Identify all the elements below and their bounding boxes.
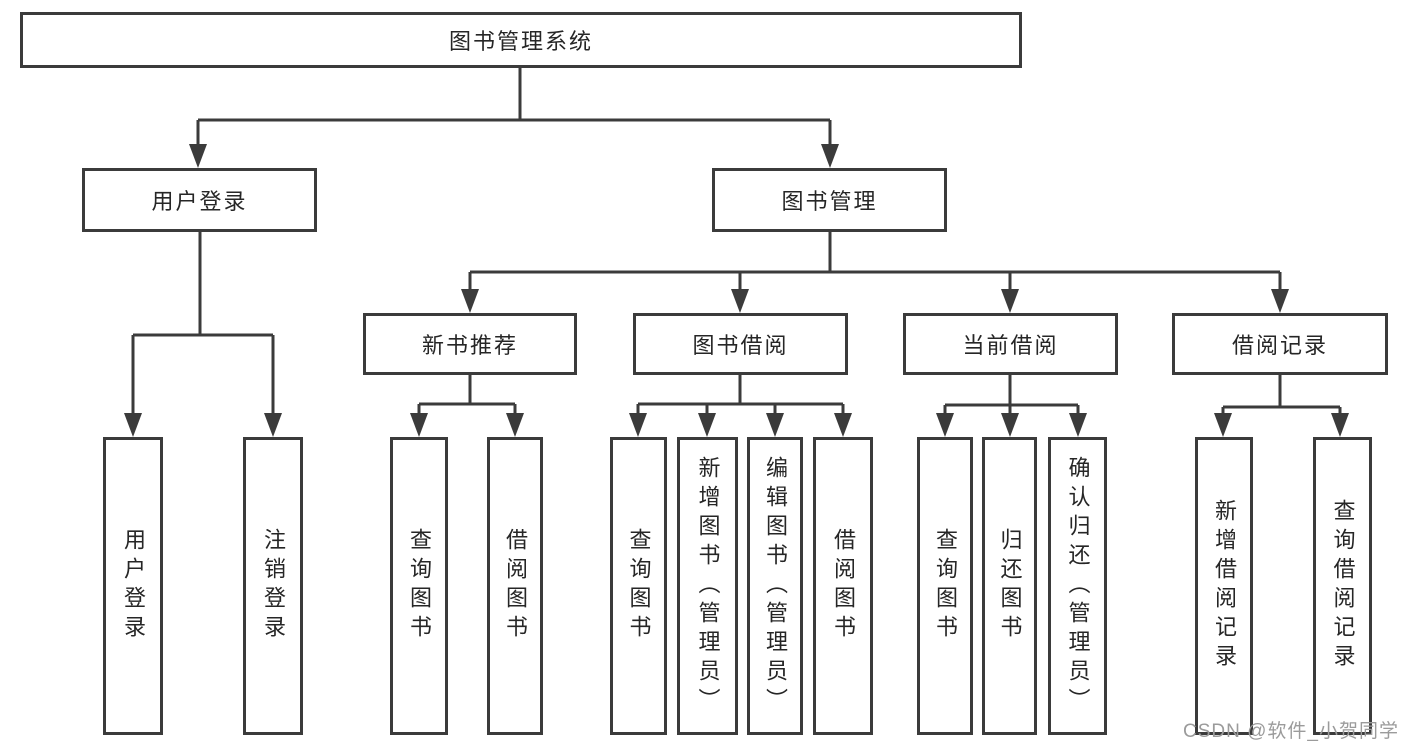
leaf-edit-book-admin: 编辑图书（管理员） [747,437,803,735]
leaf-borrow-books-recommend-label: 借阅图书 [503,528,528,644]
leaf-borrow-books-recommend: 借阅图书 [487,437,543,735]
node-borrow-records-label: 借阅记录 [1231,333,1328,358]
leaf-add-borrow-record-label: 新增借阅记录 [1212,499,1237,673]
leaf-query-books-current: 查询图书 [917,437,973,735]
node-book-management-label: 图书管理 [781,189,878,214]
leaf-add-book-admin-label: 新增图书（管理员） [695,455,721,717]
leaf-borrow-books: 借阅图书 [813,437,873,735]
node-user-login-label: 用户登录 [151,189,248,214]
node-book-borrow: 图书借阅 [633,313,848,375]
connector-paths [131,68,1342,415]
leaf-query-books-current-label: 查询图书 [933,528,958,644]
leaf-query-books-borrow-label: 查询图书 [626,528,652,644]
csdn-watermark: CSDN @软件_小贺同学 [1183,721,1399,742]
node-root-label: 图书管理系统 [448,29,593,54]
leaf-confirm-return-admin-label: 确认归还（管理员） [1065,455,1091,717]
leaf-user-login-label: 用户登录 [121,528,146,644]
node-borrow-records: 借阅记录 [1172,313,1388,375]
node-current-borrow-label: 当前借阅 [962,333,1059,358]
leaf-logout: 注销登录 [243,437,303,735]
leaf-query-books-borrow: 查询图书 [610,437,667,735]
node-new-book-recommend-label: 新书推荐 [421,333,518,358]
node-current-borrow: 当前借阅 [903,313,1118,375]
leaf-query-borrow-record: 查询借阅记录 [1313,437,1372,735]
node-user-login: 用户登录 [82,168,317,232]
leaf-user-login: 用户登录 [103,437,163,735]
leaf-query-books-recommend: 查询图书 [390,437,448,735]
leaf-add-borrow-record: 新增借阅记录 [1195,437,1253,735]
leaf-return-book: 归还图书 [982,437,1037,735]
leaf-logout-label: 注销登录 [261,528,286,644]
node-new-book-recommend: 新书推荐 [363,313,577,375]
leaf-query-borrow-record-label: 查询借阅记录 [1330,499,1356,673]
node-book-borrow-label: 图书借阅 [692,333,789,358]
node-root: 图书管理系统 [20,12,1022,68]
node-book-management: 图书管理 [712,168,947,232]
leaf-confirm-return-admin: 确认归还（管理员） [1048,437,1107,735]
leaf-borrow-books-label: 借阅图书 [831,528,856,644]
arrowheads [124,144,1349,437]
leaf-add-book-admin: 新增图书（管理员） [677,437,738,735]
leaf-query-books-recommend-label: 查询图书 [407,528,432,644]
leaf-edit-book-admin-label: 编辑图书（管理员） [763,455,788,717]
leaf-return-book-label: 归还图书 [997,528,1023,644]
